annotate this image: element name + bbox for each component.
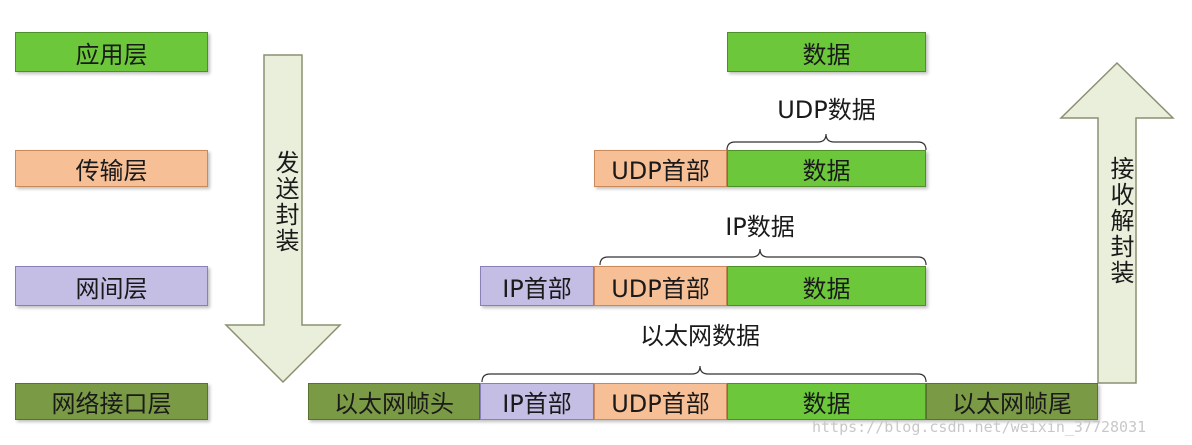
row4-eth-trailer: 以太网帧尾 bbox=[926, 383, 1098, 420]
row3-udp-header: UDP首部 bbox=[594, 266, 727, 306]
row2-data: 数据 bbox=[727, 150, 926, 187]
row3-ip-header: IP首部 bbox=[480, 266, 594, 306]
row4-udp-header: UDP首部 bbox=[594, 383, 727, 420]
ethernet-data-brace bbox=[481, 365, 927, 383]
row3-data: 数据 bbox=[727, 266, 926, 306]
ip-data-label: IP数据 bbox=[725, 213, 795, 241]
send-arrow bbox=[224, 54, 342, 384]
row4-data: 数据 bbox=[727, 383, 926, 420]
row2-udp-header: UDP首部 bbox=[594, 150, 727, 187]
receive-arrow-label: 接收解封装 bbox=[1106, 156, 1134, 286]
udp-data-label: UDP数据 bbox=[777, 96, 876, 124]
layer-interface: 网络接口层 bbox=[15, 383, 208, 420]
layer-network: 网间层 bbox=[15, 266, 208, 306]
layer-application: 应用层 bbox=[15, 32, 208, 72]
receive-arrow bbox=[1059, 61, 1175, 384]
row4-ip-header: IP首部 bbox=[480, 383, 594, 420]
layer-transport: 传输层 bbox=[15, 150, 208, 187]
ethernet-data-label: 以太网数据 bbox=[640, 322, 760, 350]
row4-eth-header: 以太网帧头 bbox=[308, 383, 480, 420]
watermark: https://blog.csdn.net/weixin_37728031 bbox=[812, 418, 1147, 436]
ip-data-brace bbox=[599, 248, 927, 266]
row1-data: 数据 bbox=[727, 32, 926, 72]
udp-data-brace bbox=[726, 133, 927, 151]
send-arrow-label: 发送封装 bbox=[271, 150, 299, 254]
